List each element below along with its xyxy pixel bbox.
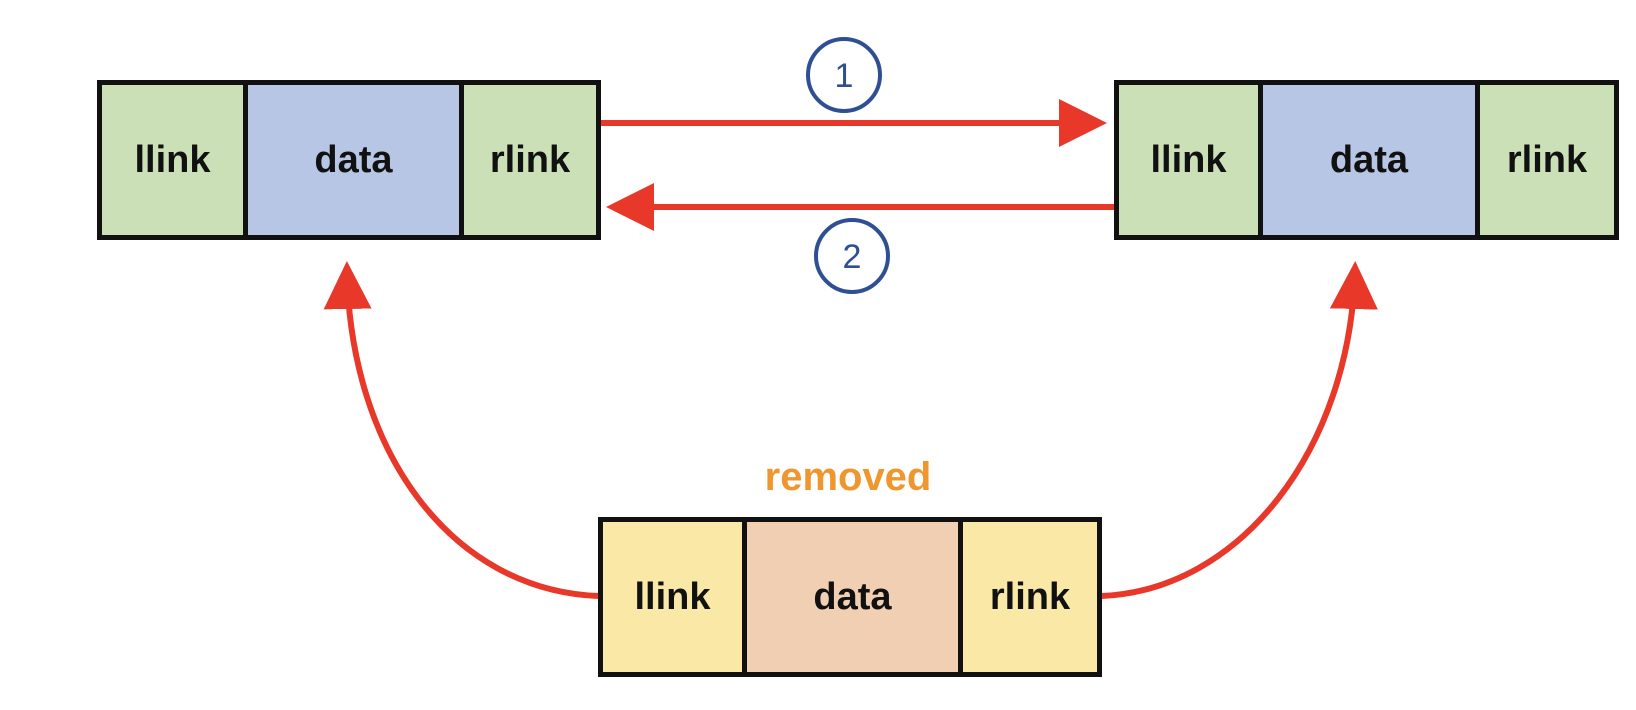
step-1-badge: 1 bbox=[806, 37, 882, 113]
arrow-removed-llink-to-left-data bbox=[323, 261, 599, 599]
node-removed-rlink-cell: rlink bbox=[958, 522, 1097, 672]
arrow-removed-rlink-to-right-data bbox=[1101, 261, 1378, 599]
node-right: llink data rlink bbox=[1114, 80, 1619, 240]
step-2-badge: 2 bbox=[814, 218, 890, 294]
node-right-llink-cell: llink bbox=[1119, 85, 1258, 235]
node-right-rlink-cell: rlink bbox=[1475, 85, 1614, 235]
step-1-label: 1 bbox=[835, 57, 854, 95]
step-2-label: 2 bbox=[843, 238, 862, 276]
node-right-data-cell: data bbox=[1258, 85, 1475, 235]
node-left: llink data rlink bbox=[97, 80, 601, 240]
node-removed: llink data rlink bbox=[598, 517, 1102, 677]
node-left-rlink-cell: rlink bbox=[459, 85, 596, 235]
node-left-llink-cell: llink bbox=[102, 85, 243, 235]
node-left-data-cell: data bbox=[243, 85, 459, 235]
node-removed-data-cell: data bbox=[742, 522, 958, 672]
node-removed-llink-cell: llink bbox=[603, 522, 742, 672]
removed-label: removed bbox=[764, 455, 932, 499]
